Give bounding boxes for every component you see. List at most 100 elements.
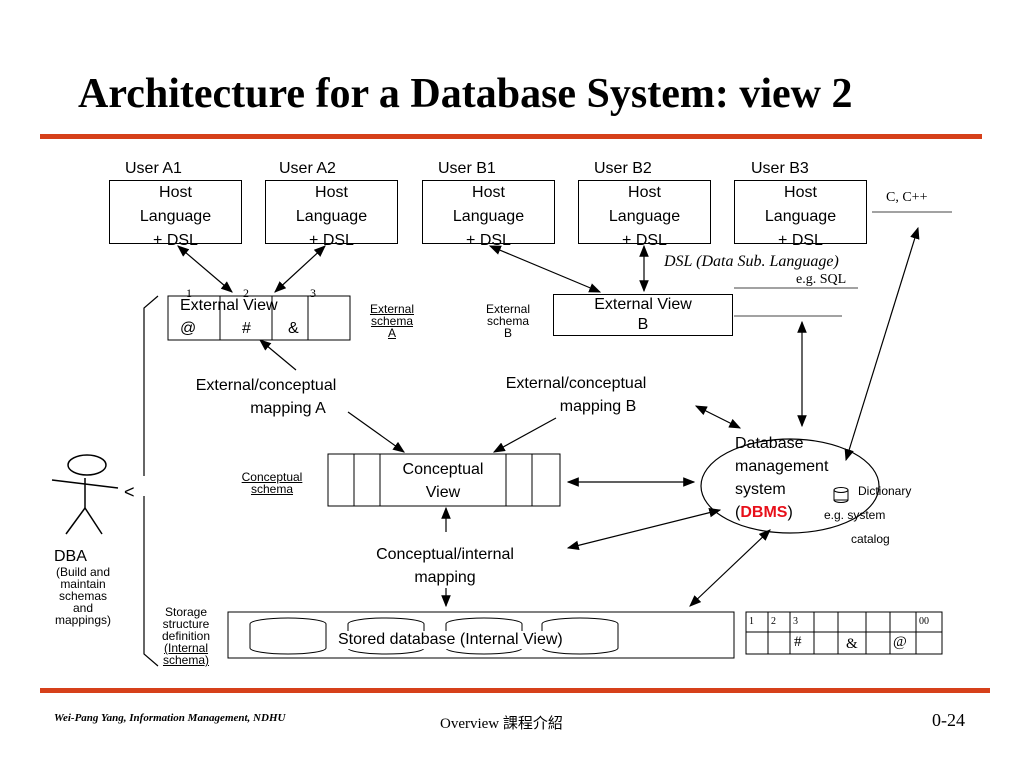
user-b2-label: User B2 bbox=[594, 160, 652, 177]
external-schema-a-line-3: A bbox=[387, 326, 396, 340]
dbms-line-3: system bbox=[735, 481, 786, 498]
external-view-b-box: External View B bbox=[553, 294, 733, 336]
arrow-a1-view-a bbox=[177, 245, 233, 293]
arrow-stored-dbms bbox=[689, 529, 771, 607]
external-schema-a-label: External schema A bbox=[364, 303, 420, 339]
dbms-label: Database management system (DBMS) bbox=[735, 432, 828, 524]
conceptual-internal-line-2: mapping bbox=[414, 569, 476, 586]
language-line: Language bbox=[764, 208, 837, 225]
catalog-table bbox=[745, 611, 943, 655]
conceptual-internal-line-1: Conceptual/internal bbox=[376, 546, 514, 563]
conceptual-schema-line-2: schema bbox=[250, 482, 294, 496]
dsl-example: e.g. SQL bbox=[796, 272, 847, 287]
dba-desc-line-5: mappings) bbox=[54, 613, 112, 627]
catalog-cell-amp: & bbox=[846, 636, 858, 652]
dba-desc-line-1: (Build and bbox=[55, 565, 111, 579]
external-schema-b-line-1: External bbox=[485, 302, 531, 316]
external-schema-b-label: External schema B bbox=[480, 303, 536, 339]
mapping-a-line-1: External/conceptual bbox=[195, 377, 337, 394]
external-schema-b-line-3: B bbox=[503, 326, 512, 340]
conceptual-internal-mapping-label: Conceptual/internal mapping bbox=[354, 543, 536, 589]
dsl-line: + DSL bbox=[622, 232, 667, 249]
user-b1-label: User B1 bbox=[438, 160, 496, 177]
external-view-a-title: External View bbox=[180, 297, 278, 314]
footer-center: Overview 課程介紹 bbox=[440, 716, 563, 732]
dictionary-example: e.g. system bbox=[824, 508, 886, 522]
conceptual-view-line-2: View bbox=[425, 484, 461, 501]
host-line: Host bbox=[315, 184, 348, 201]
host-line: Host bbox=[784, 184, 817, 201]
dsl-label: DSL (Data Sub. Language) bbox=[664, 253, 839, 270]
ext-view-a-cell-at: @ bbox=[180, 320, 197, 337]
host-line: Host bbox=[472, 184, 505, 201]
ext-view-a-number-3: 3 bbox=[310, 286, 316, 300]
brace-symbol: < bbox=[124, 482, 135, 502]
ext-view-a-number-1: 1 bbox=[186, 286, 192, 300]
arrow-mapping-b bbox=[492, 417, 557, 453]
dictionary-cylinder-icon bbox=[833, 487, 849, 503]
mapping-b-label: External/conceptual mapping B bbox=[486, 372, 666, 418]
dba-brace bbox=[143, 295, 159, 476]
mapping-a-line-2: mapping A bbox=[250, 400, 326, 417]
user-b3-label: User B3 bbox=[751, 160, 809, 177]
dsl-line: + DSL bbox=[466, 232, 511, 249]
language-line: Language bbox=[452, 208, 525, 225]
host-line: Host bbox=[628, 184, 661, 201]
external-schema-a-line-1: External bbox=[369, 302, 415, 316]
external-view-b-title: External View bbox=[594, 296, 692, 313]
language-line: Language bbox=[139, 208, 212, 225]
storage-line-3: definition bbox=[161, 629, 211, 643]
arrow-b1-view-b bbox=[488, 245, 602, 293]
catalog-number-00: 00 bbox=[919, 616, 929, 627]
dba-description: (Build and maintain schemas and mappings… bbox=[46, 566, 120, 626]
arrow-view-a-down bbox=[259, 339, 297, 371]
ext-view-a-cell-hash: # bbox=[242, 320, 251, 337]
catalog-number-3: 3 bbox=[793, 616, 798, 627]
arrow-internal-mapping-dbms bbox=[566, 507, 722, 551]
slide-number: 0-24 bbox=[932, 710, 965, 730]
dbms-acronym: DBMS bbox=[740, 504, 788, 521]
dictionary-catalog: catalog bbox=[851, 532, 890, 546]
conceptual-view-label: Conceptual View bbox=[380, 458, 506, 504]
dbms-line-1: Database bbox=[735, 435, 804, 452]
ext-view-a-cell-amp: & bbox=[288, 320, 299, 337]
ext-view-a-number-2: 2 bbox=[243, 286, 249, 300]
dsl-line: + DSL bbox=[153, 232, 198, 249]
catalog-number-1: 1 bbox=[749, 616, 754, 627]
dbms-line-4: (DBMS) bbox=[735, 501, 828, 524]
mapping-a-label: External/conceptual mapping A bbox=[176, 374, 356, 420]
dictionary-label: Dictionary bbox=[858, 484, 912, 498]
dbms-close-paren: ) bbox=[787, 504, 793, 521]
language-line: Language bbox=[295, 208, 368, 225]
dbms-open-paren: ( bbox=[735, 504, 741, 521]
storage-line-2: structure bbox=[162, 617, 210, 631]
external-schema-b-line-2: schema bbox=[486, 314, 530, 328]
conceptual-schema-label: Conceptual schema bbox=[234, 471, 310, 495]
mapping-b-line-1: External/conceptual bbox=[505, 375, 647, 392]
dba-stick-figure bbox=[51, 454, 119, 535]
cpp-label: C, C++ bbox=[886, 190, 928, 205]
footer-rule bbox=[40, 688, 990, 693]
external-view-a-table bbox=[167, 295, 351, 341]
dba-desc-line-2: maintain bbox=[60, 577, 106, 591]
conceptual-view-table bbox=[327, 453, 561, 507]
stored-database-label: Stored database (Internal View) bbox=[338, 631, 563, 649]
catalog-cell-hash: # bbox=[794, 634, 802, 650]
catalog-number-2: 2 bbox=[771, 616, 776, 627]
storage-line-1: Storage bbox=[164, 605, 208, 619]
arrow-a2-view-a bbox=[274, 245, 326, 293]
storage-line-5: schema) bbox=[162, 653, 209, 667]
arrow-cpp-dbms bbox=[844, 226, 920, 462]
slide-title: Architecture for a Database System: view… bbox=[78, 71, 853, 117]
arrow-mapping-b-dbms bbox=[694, 405, 742, 429]
conceptual-schema-line-1: Conceptual bbox=[241, 470, 303, 484]
dsl-line: + DSL bbox=[309, 232, 354, 249]
catalog-cell-at: @ bbox=[893, 634, 907, 650]
conceptual-view-line-1: Conceptual bbox=[402, 461, 484, 478]
dba-label: DBA bbox=[54, 548, 87, 565]
footer-author: Wei-Pang Yang, Information Management, N… bbox=[54, 712, 286, 724]
